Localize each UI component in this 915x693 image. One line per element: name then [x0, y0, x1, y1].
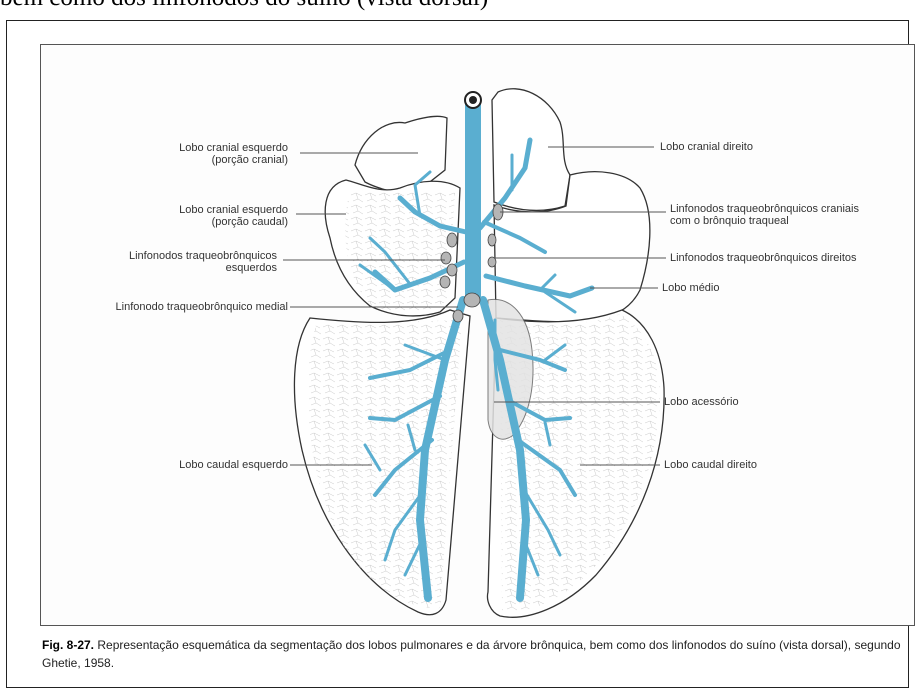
right-cranial-lobe — [492, 89, 570, 211]
label-line-1: Linfonodos traqueobrônquicos craniais — [670, 203, 859, 215]
label-right-tracheobronchial-nodes: Linfonodos traqueobrônquicos direitos — [670, 252, 857, 264]
label-line-2: com o brônquio traqueal — [670, 215, 859, 227]
label-line-1: Linfonodos traqueobrônquicos direitos — [670, 252, 857, 264]
label-cranial-tracheobronchial-nodes: Linfonodos traqueobrônquicos craniais co… — [670, 203, 859, 227]
caption-text: Representação esquemática da segmentação… — [42, 638, 901, 670]
label-middle-lobe: Lobo médio — [662, 282, 720, 294]
label-right-cranial-lobe: Lobo cranial direito — [660, 141, 753, 153]
label-line-1: Linfonodos traqueobrônquicos — [129, 250, 277, 262]
label-line-1: Lobo cranial esquerdo — [179, 142, 288, 154]
label-line-1: Lobo cranial direito — [660, 141, 753, 153]
label-left-cranial-lobe-cranial: Lobo cranial esquerdo (porção cranial) — [179, 142, 288, 166]
label-line-1: Linfonodo traqueobrônquico medial — [116, 301, 288, 313]
label-line-2: (porção caudal) — [179, 216, 288, 228]
label-line-2: esquerdos — [129, 262, 277, 274]
figure-caption: Fig. 8-27. Representação esquemática da … — [42, 636, 915, 672]
label-medial-tracheobronchial-node: Linfonodo traqueobrônquico medial — [116, 301, 288, 313]
label-line-1: Lobo médio — [662, 282, 720, 294]
label-left-caudal-lobe: Lobo caudal esquerdo — [179, 459, 288, 471]
label-line-1: Lobo cranial esquerdo — [179, 204, 288, 216]
label-line-1: Lobo caudal direito — [664, 459, 757, 471]
label-line-1: Lobo acessório — [664, 396, 739, 408]
label-left-tracheobronchial-nodes: Linfonodos traqueobrônquicos esquerdos — [129, 250, 277, 274]
figure-number: Fig. 8-27. — [42, 638, 94, 652]
label-left-cranial-lobe-caudal: Lobo cranial esquerdo (porção caudal) — [179, 204, 288, 228]
label-line-1: Lobo caudal esquerdo — [179, 459, 288, 471]
label-right-caudal-lobe: Lobo caudal direito — [664, 459, 757, 471]
label-line-2: (porção cranial) — [179, 154, 288, 166]
label-accessory-lobe: Lobo acessório — [664, 396, 739, 408]
